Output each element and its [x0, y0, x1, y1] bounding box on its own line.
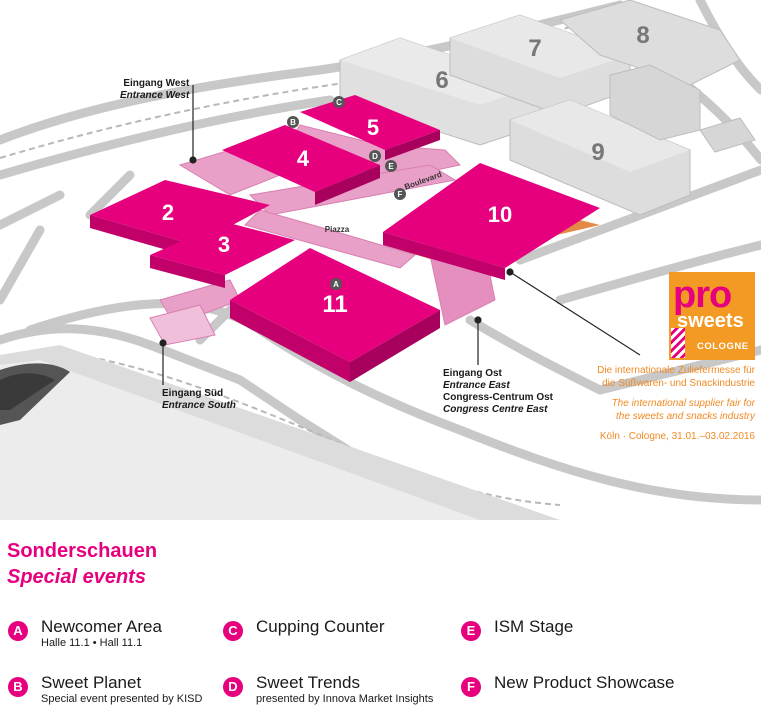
marker-a: A: [330, 278, 342, 290]
fair-desc-en-2: the sweets and snacks industry: [616, 410, 755, 422]
highway: [0, 345, 560, 520]
fair-date: Köln · Cologne, 31.01.–03.02.2016: [599, 431, 755, 442]
event-e-title: ISM Stage: [494, 617, 574, 636]
piazza-label: Piazza: [325, 225, 350, 234]
marker-e: E: [385, 160, 397, 172]
hall-label-6: 6: [435, 67, 448, 94]
fair-description: Die internationale Zuliefermesse für die…: [565, 365, 755, 444]
entrance-south-en: Entrance South: [162, 400, 236, 411]
event-a-badge: A: [8, 621, 28, 641]
logo-pro-text: pro: [673, 274, 732, 316]
entrance-east-label: Eingang Ost Entrance East Congress-Centr…: [443, 368, 553, 416]
event-a-title: Newcomer Area: [41, 617, 162, 636]
hall-11-shape: [230, 248, 440, 362]
marker-d: D: [369, 150, 381, 162]
event-d-badge: D: [223, 677, 243, 697]
event-d-subtitle: presented by Innova Market Insights: [256, 693, 434, 705]
svg-text:E: E: [388, 162, 394, 171]
logo-cologne-text: COLOGNE: [697, 341, 749, 352]
svg-text:C: C: [336, 98, 342, 107]
hall-label-2: 2: [162, 200, 174, 225]
hall-5-shape: [300, 95, 440, 150]
special-events-title: Sonderschauen Special events: [7, 538, 157, 590]
event-c-title: Cupping Counter: [256, 617, 385, 636]
event-d-title: Sweet Trends: [256, 673, 360, 692]
hall-label-8: 8: [636, 22, 649, 49]
entrance-west-en: Entrance West: [120, 90, 190, 101]
entrance-west-de: Eingang West: [123, 78, 190, 89]
event-f-title: New Product Showcase: [494, 673, 675, 692]
hall-3-shape: [150, 222, 295, 275]
marker-c: C: [333, 96, 345, 108]
fair-desc-en-1: The international supplier fair for: [611, 398, 755, 409]
fair-desc-de-2: die Süßwaren- und Snackindustrie: [602, 377, 755, 389]
exhibition-map: 6 7 8 9 5 4 2 3 10 11 Piazza Boulevard A…: [0, 0, 761, 520]
logo-stripe: [671, 328, 685, 358]
marker-f: F: [394, 188, 406, 200]
hall-label-9: 9: [591, 139, 604, 166]
pointer-lines: [159, 85, 641, 385]
hall-label-5: 5: [367, 115, 379, 140]
special-events-title-de: Sonderschauen: [7, 540, 158, 562]
svg-text:A: A: [333, 280, 339, 289]
magenta-halls: [90, 95, 600, 382]
event-b-badge: B: [8, 677, 28, 697]
hall-label-11: 11: [322, 291, 347, 318]
congress-centre-en: Congress Centre East: [443, 404, 548, 415]
prosweets-logo: pro sweets COLOGNE: [669, 272, 755, 360]
hall-10-shape: [383, 163, 600, 268]
hall-label-3: 3: [218, 232, 230, 257]
event-a-subtitle: Halle 11.1 • Hall 11.1: [41, 637, 143, 649]
grey-halls: [339, 0, 756, 216]
entrance-east-de: Eingang Ost: [443, 368, 502, 379]
svg-text:D: D: [372, 152, 378, 161]
fair-desc-de-1: Die internationale Zuliefermesse für: [597, 365, 755, 376]
hall-label-7: 7: [528, 35, 541, 62]
entrance-south-label: Eingang Süd Entrance South: [162, 388, 236, 412]
special-events-title-en: Special events: [7, 566, 146, 588]
hall-label-4: 4: [297, 146, 310, 171]
event-f-badge: F: [461, 677, 481, 697]
entrance-east-en: Entrance East: [443, 380, 510, 391]
marker-b: B: [287, 116, 299, 128]
event-b-title: Sweet Planet: [41, 673, 142, 692]
event-e-badge: E: [461, 621, 481, 641]
entrance-south-de: Eingang Süd: [162, 388, 224, 399]
svg-text:F: F: [398, 190, 403, 199]
entrance-west-label: Eingang West Entrance West: [120, 78, 189, 102]
svg-text:B: B: [290, 118, 296, 127]
hall-4-shape: [222, 125, 380, 192]
hall-label-10: 10: [488, 202, 512, 227]
congress-centre-de: Congress-Centrum Ost: [443, 392, 554, 403]
event-b-subtitle: Special event presented by KISD: [41, 693, 203, 705]
logo-sweets-text: sweets: [677, 310, 744, 332]
event-c-badge: C: [223, 621, 243, 641]
